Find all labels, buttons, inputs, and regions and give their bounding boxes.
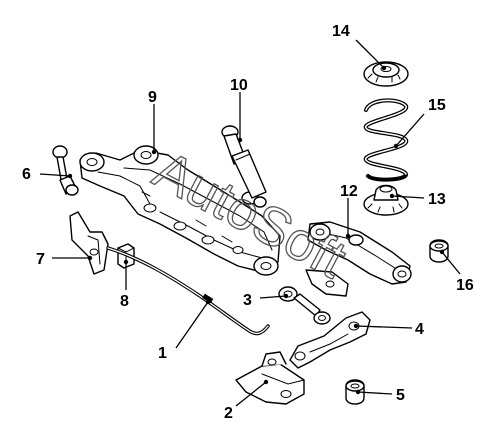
mounting-bracket: [235, 351, 305, 405]
callout-14: 14: [332, 23, 350, 40]
lateral-link: [278, 286, 331, 325]
shock-absorber: [221, 125, 267, 208]
callout-6: 6: [22, 166, 31, 183]
callout-7: 7: [36, 251, 45, 268]
small-bushing: [345, 379, 365, 405]
link-bracket: [305, 269, 349, 297]
callout-10: 10: [230, 77, 248, 94]
end-link: [52, 145, 79, 196]
callout-8: 8: [120, 293, 129, 310]
callout-5: 5: [396, 387, 405, 404]
callout-12: 12: [340, 183, 358, 200]
callout-1: 1: [158, 345, 167, 362]
callout-2: 2: [224, 405, 233, 422]
callout-16: 16: [456, 277, 474, 294]
callout-4: 4: [415, 321, 424, 338]
trailing-arm-bracket: [289, 311, 371, 369]
callout-13: 13: [428, 191, 446, 208]
lower-spring-seat: [363, 184, 409, 216]
callout-9: 9: [148, 89, 157, 106]
callout-3: 3: [243, 292, 252, 309]
coil-spring: [364, 98, 409, 182]
lower-control-arm: [307, 221, 412, 285]
callout-15: 15: [428, 97, 446, 114]
callout-numbers: 1 2 3 4 5 6 7 8 9 10 12 13 14 15 16: [22, 23, 474, 422]
stabilizer-bracket: [69, 211, 109, 275]
leader-lines: [39, 39, 461, 407]
stabilizer-bar: [106, 246, 270, 336]
upper-spring-seat: [363, 61, 409, 87]
control-arm-bushing: [429, 239, 449, 263]
